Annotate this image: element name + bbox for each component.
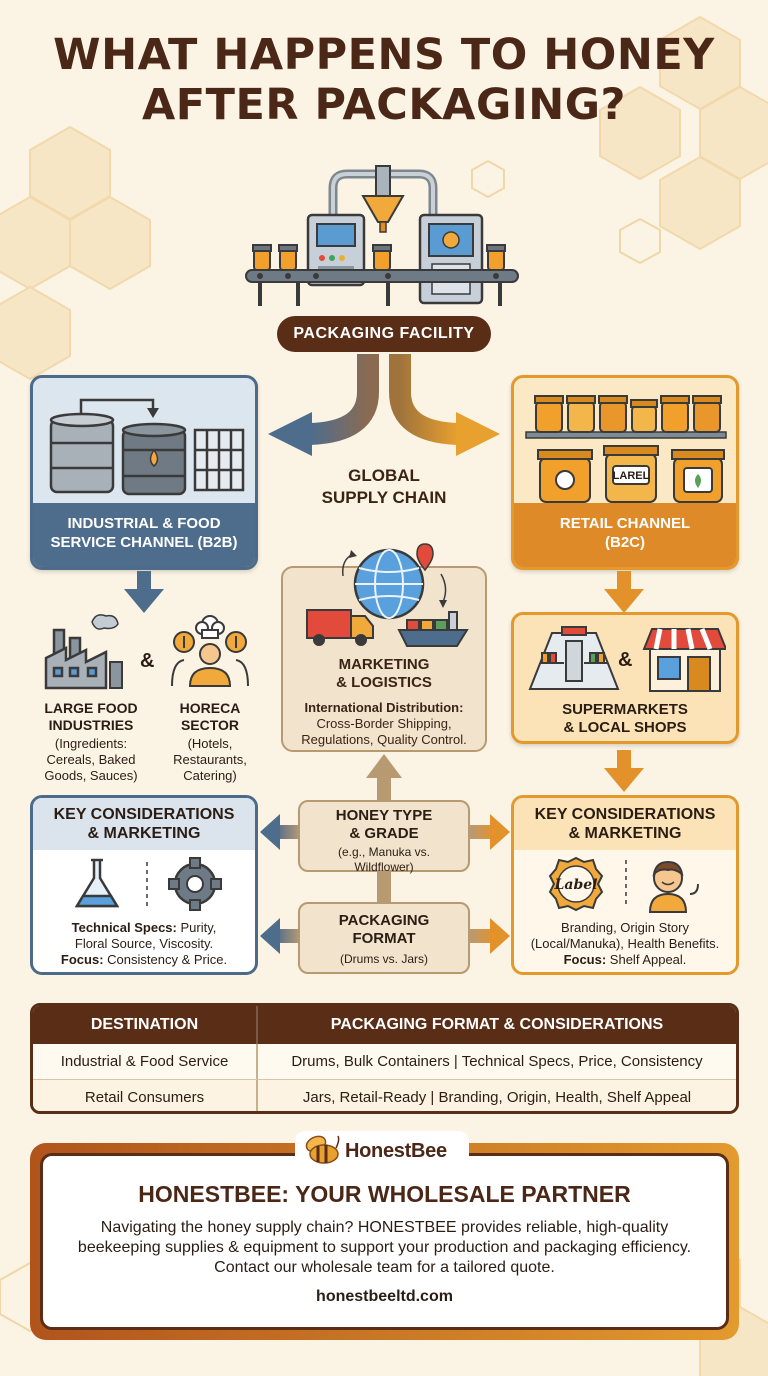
label-badge-text: Label xyxy=(554,877,598,893)
horeca-sector-title: HORECA SECTOR xyxy=(179,700,241,733)
honey-type-title: HONEY TYPE & GRADE xyxy=(335,807,433,842)
honey-type-sub: (e.g., Manuka vs. Wildflower) xyxy=(337,845,431,874)
b2c-channel-label: RETAIL CHANNEL (B2C) xyxy=(514,503,736,567)
table-header-destination: DESTINATION xyxy=(33,1006,258,1044)
large-food-industries-desc: (Ingredients: Cereals, Baked Goods, Sauc… xyxy=(44,736,138,783)
packaging-facility-label: PACKAGING FACILITY xyxy=(277,316,491,352)
table-row: Retail Consumers Jars, Retail-Ready | Br… xyxy=(33,1079,736,1111)
table-cell: Retail Consumers xyxy=(33,1080,258,1111)
table-header-format: PACKAGING FORMAT & CONSIDERATIONS xyxy=(330,1016,664,1033)
large-food-industries-title: LARGE FOOD INDUSTRIES xyxy=(44,700,138,733)
kc-b2c-head: KEY CONSIDERATIONS & MARKETING xyxy=(514,798,736,850)
table-header: DESTINATION PACKAGING FORMAT & CONSIDERA… xyxy=(33,1006,736,1044)
kc-b2b-focus-label: Focus: xyxy=(60,952,104,967)
table-cell: Industrial & Food Service xyxy=(33,1044,258,1079)
title-line-1: WHAT HAPPENS TO HONEY xyxy=(53,30,715,80)
drums-icon xyxy=(49,398,245,496)
international-distribution-head: International Distribution: xyxy=(304,700,464,715)
right-arrow-packaging xyxy=(470,918,510,954)
kc-b2c-focus: Focus: Shelf Appeal. xyxy=(514,952,736,968)
globe-logistics-icon xyxy=(306,543,469,647)
split-arrows xyxy=(268,354,500,456)
b2c-channel-card: LAREL RETAIL CHANNEL (B2C) xyxy=(511,375,739,570)
horeca-chef-icon xyxy=(171,615,249,687)
kc-b2c-line1: Branding, Origin Story xyxy=(561,920,689,935)
kc-b2b-spec-line2: Floral Source, Viscosity. xyxy=(74,936,214,951)
right-arrow-honey-type xyxy=(470,814,510,850)
key-considerations-b2c: KEY CONSIDERATIONS & MARKETING Label Bra… xyxy=(511,795,739,975)
marketing-logistics-box: MARKETING & LOGISTICS International Dist… xyxy=(281,543,487,752)
packaging-format-title: PACKAGING FORMAT xyxy=(338,912,430,947)
page-title: WHAT HAPPENS TO HONEY AFTER PACKAGING? xyxy=(0,30,768,130)
connector-between-boxes xyxy=(377,870,391,906)
cta-title: HONESTBEE: YOUR WHOLESALE PARTNER xyxy=(138,1181,631,1207)
factory-icon xyxy=(44,614,123,690)
table-row: Industrial & Food Service Drums, Bulk Co… xyxy=(33,1044,736,1079)
honey-type-grade-box: HONEY TYPE & GRADE (e.g., Manuka vs. Wil… xyxy=(298,800,470,874)
table-cell: Drums, Bulk Containers | Technical Specs… xyxy=(291,1053,703,1070)
kc-b2b-head: KEY CONSIDERATIONS & MARKETING xyxy=(33,798,255,850)
kc-b2b-spec-label: Technical Specs: xyxy=(71,920,177,935)
table-cell: Jars, Retail-Ready | Branding, Origin, H… xyxy=(302,1089,692,1106)
honey-jars-shelf-icon: LAREL xyxy=(525,395,727,503)
b2b-label-line-2: SERVICE CHANNEL (B2B) xyxy=(50,534,238,551)
kc-b2b-spec-text: Purity, xyxy=(176,920,217,935)
marketing-logistics-title: MARKETING & LOGISTICS xyxy=(336,656,432,691)
b2c-down-arrow xyxy=(604,571,644,613)
brand-name: HonestBee xyxy=(345,1140,447,1162)
bee-logo-icon xyxy=(305,1135,340,1164)
international-distribution-desc: Cross-Border Shipping, Regulations, Qual… xyxy=(301,716,467,747)
supermarket-shop-icon xyxy=(528,626,726,692)
kc-b2c-focus-label: Focus: xyxy=(563,952,607,967)
supermarkets-down-arrow xyxy=(604,750,644,792)
label-badge-person-icon: Label xyxy=(548,856,699,913)
jar-label-text: LAREL xyxy=(613,470,650,482)
supermarkets-title: SUPERMARKETS & LOCAL SHOPS xyxy=(562,701,688,736)
b2b-label-line-1: INDUSTRIAL & FOOD xyxy=(67,515,221,532)
horeca-sector-desc: (Hotels, Restaurants, Catering) xyxy=(173,736,247,783)
cta-text: Navigating the honey supply chain? HONES… xyxy=(77,1219,692,1276)
up-arrow-to-marketing xyxy=(366,754,402,802)
kc-b2b-focus-text: Consistency & Price. xyxy=(103,952,228,967)
summary-table: DESTINATION PACKAGING FORMAT & CONSIDERA… xyxy=(30,1003,739,1114)
packaging-format-box: PACKAGING FORMAT (Drums vs. Jars) xyxy=(298,902,470,974)
key-considerations-b2b: KEY CONSIDERATIONS & MARKETING Technical… xyxy=(30,795,258,975)
kc-b2b-specs: Technical Specs: Purity, xyxy=(33,920,255,936)
global-label-line-2: SUPPLY CHAIN xyxy=(321,488,447,507)
b2b-channel-card: INDUSTRIAL & FOOD SERVICE CHANNEL (B2B) xyxy=(30,375,258,570)
b2b-ampersand: & xyxy=(140,650,155,672)
flask-gear-icon xyxy=(74,857,222,911)
kc-b2c-focus-text: Shelf Appeal. xyxy=(606,952,687,967)
global-supply-chain-label: GLOBAL SUPPLY CHAIN xyxy=(290,465,478,509)
left-arrow-honey-type xyxy=(260,814,300,850)
b2b-channel-label: INDUSTRIAL & FOOD SERVICE CHANNEL (B2B) xyxy=(33,503,255,567)
supermarkets-card: & SUPERMARKETS & LOCAL SHOPS xyxy=(511,612,739,744)
kc-b2b-focus: Focus: Consistency & Price. xyxy=(33,952,255,968)
conveyor-machine-icon xyxy=(245,165,519,306)
left-arrow-packaging xyxy=(260,918,300,954)
b2b-down-arrow xyxy=(124,571,164,613)
packaging-format-sub: (Drums vs. Jars) xyxy=(340,952,428,966)
kc-b2c-line2: (Local/Manuka), Health Benefits. xyxy=(530,936,720,951)
title-line-2: AFTER PACKAGING? xyxy=(142,80,626,130)
b2c-ampersand: & xyxy=(618,649,633,671)
b2c-label-line-2: (B2C) xyxy=(605,534,645,551)
global-label-line-1: GLOBAL xyxy=(348,466,420,485)
website-link[interactable]: honestbeeltd.com xyxy=(316,1288,453,1305)
b2c-label-line-1: RETAIL CHANNEL xyxy=(559,515,691,532)
